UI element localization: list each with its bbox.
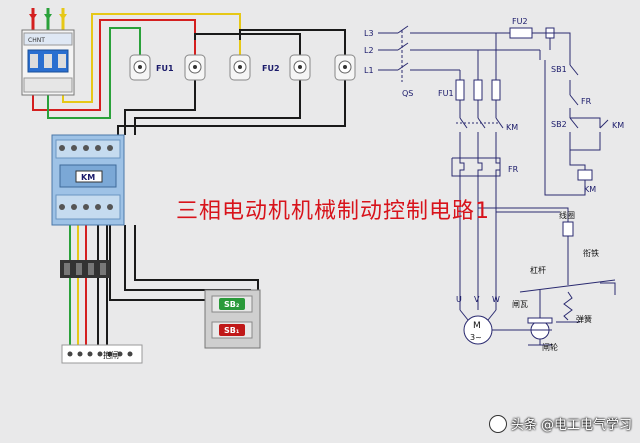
fu2-photo-label: FU2 [262,64,280,73]
v-label: V [474,295,480,304]
brake-shoe-label: 闸瓦 [512,300,528,309]
sb1-label: SB1 [551,65,567,74]
thermal-relay [60,260,110,278]
schematic-labels: L3 L2 L1 QS FU1 FU2 KM FR SB1 FR SB2 KM … [364,17,624,352]
diagram-title: 三相电动机机械制动控制电路1 [176,199,490,224]
fr-main-label: FR [508,165,519,174]
l2-label: L2 [364,46,374,55]
fu1-photo-label: FU1 [156,64,174,73]
u-label: U [456,295,462,304]
lever-label: 杠杆 [530,265,546,275]
motor-3-label: 3~ [470,333,482,342]
sb1-photo-label: SB₁ [224,326,240,335]
qs-label: QS [402,89,413,98]
km-main-label: KM [506,123,518,132]
armature-label: 衔铁 [583,248,599,258]
coil-label: 线圈 [559,210,575,220]
w-label: W [492,295,500,304]
fu1-label: FU1 [438,89,454,98]
brake-wheel-label: 闸轮 [542,342,558,352]
fu2-fuse-holders [289,54,356,81]
sb2-photo-label: SB₂ [224,300,240,309]
l3-label: L3 [364,29,374,38]
pushbutton-station [204,289,261,349]
brake-photo-label: 抱闸 [103,350,119,360]
km-coil-label: KM [584,185,596,194]
fr-ctrl-label: FR [581,97,592,106]
sb2-label: SB2 [551,120,567,129]
terminal-block [61,344,143,364]
breaker-brand-label: CHNT [28,37,45,44]
km-aux-label: KM [612,121,624,130]
circuit-breaker [21,29,75,96]
watermark-text: 头条 @电工电气学习 [510,418,632,433]
watermark: 头条 @电工电气学习 [488,414,632,433]
motor-m-label: M [473,321,481,331]
spring-label: 弹簧 [576,314,592,324]
pictorial-wiring: CHNT FU1 FU2 [21,8,356,364]
fu1-fuse-holders [129,54,251,81]
watermark-logo-icon [488,414,507,433]
l1-label: L1 [364,66,374,75]
fu2-label: FU2 [512,17,528,26]
schematic-diagram [378,25,616,346]
km-photo-label: KM [81,173,95,182]
